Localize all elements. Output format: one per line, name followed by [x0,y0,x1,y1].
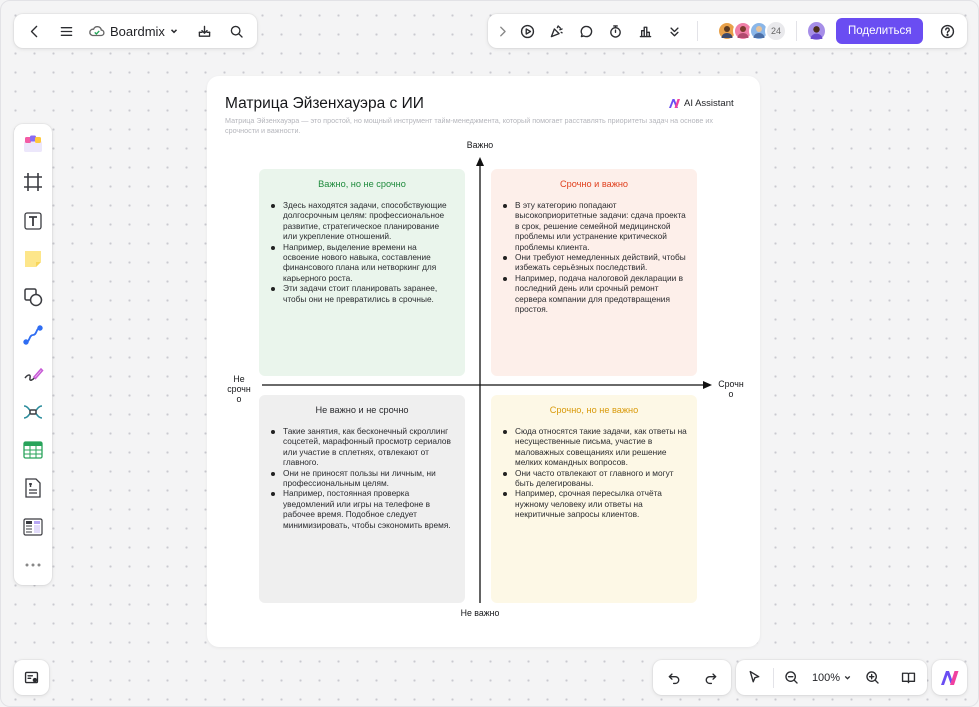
page-subtitle: Матрица Эйзенхауэра — это простой, но мо… [225,116,713,135]
share-button[interactable]: Поделиться [835,18,924,44]
pen-icon[interactable] [18,359,48,389]
horizontal-axis-arrow [703,381,712,389]
page-title: Матрица Эйзенхауэра с ИИ [225,95,424,112]
quadrant-list: Сюда относятся такие задачи, как ответы … [501,426,687,520]
quadrant-title: Срочно, но не важно [549,405,639,415]
back-arrow-icon[interactable] [20,17,48,45]
table-icon[interactable] [18,435,48,465]
list-item: В эту категорию попадают высокоприоритет… [501,200,687,252]
minimap-icon[interactable] [18,664,46,692]
quadrant-important-not-urgent[interactable]: Важно, но не срочно Здесь находятся зада… [259,169,465,376]
zoom-out-icon[interactable] [778,664,806,692]
collaborators[interactable]: 24 [716,20,787,42]
frame-icon[interactable] [18,167,48,197]
list-item: Например, постоянная проверка уведомлени… [269,488,455,530]
list-item: Такие занятия, как бесконечный скроллинг… [269,426,455,468]
download-icon[interactable] [191,17,219,45]
vote-icon[interactable] [632,17,659,45]
list-item: Здесь находятся задачи, способствующие д… [269,200,455,242]
list-item: Например, срочная пересылка отчёта нужно… [501,488,687,519]
kanban-icon[interactable] [18,512,48,542]
ai-logo-icon [669,99,680,108]
list-item: Они часто отвлекают от главного и могут … [501,468,687,489]
axis-label-not-important: Не важно [460,608,500,618]
book-icon[interactable] [894,664,922,692]
left-toolbar [14,124,52,585]
chevron-down-icon [844,675,851,680]
redo-icon[interactable] [696,664,724,692]
ai-assistant-label: AI Assistant [684,98,734,109]
quadrant-title: Важно, но не срочно [318,179,406,189]
axis-label-important: Важно [466,140,494,150]
help-icon[interactable] [934,17,961,45]
zoom-in-icon[interactable] [858,664,886,692]
minimap-toggle[interactable] [14,660,49,695]
quadrant-urgent-not-important[interactable]: Срочно, но не важно Сюда относятся такие… [491,395,697,603]
quadrant-title: Срочно и важно [559,179,629,189]
list-item: Они не приносят пользы ни личным, ни про… [269,468,455,489]
list-item: Например, подача налоговой декларации в … [501,273,687,315]
mindmap-icon[interactable] [18,397,48,427]
vertical-axis-arrow [476,157,484,166]
more-chevrons-icon[interactable] [662,17,689,45]
chevron-down-icon [170,29,177,34]
list-item: Например, выделение времени на освоение … [269,242,455,284]
more-tools-icon[interactable] [18,550,48,580]
quadrant-list: В эту категорию попадают высокоприоритет… [501,200,687,314]
matrix-axes [262,157,712,603]
search-icon[interactable] [223,17,251,45]
connector-icon[interactable] [18,320,48,350]
eisenhower-board[interactable]: Матрица Эйзенхауэра с ИИ AI Assistant Ма… [207,76,760,647]
quadrant-list: Такие занятия, как бесконечный скроллинг… [269,426,455,530]
select-cursor-icon[interactable] [741,664,769,692]
expand-toolbar-icon[interactable] [494,17,511,45]
celebrate-icon[interactable] [544,17,571,45]
templates-icon[interactable] [18,129,48,159]
board-name-dropdown[interactable]: Boardmix [84,24,183,39]
collaborators-count: 24 [764,20,787,42]
quadrant-not-important-not-urgent[interactable]: Не важно и не срочно Такие занятия, как … [259,395,465,603]
comment-icon[interactable] [573,17,600,45]
zoom-level: 100% [811,671,841,684]
list-item: Эти задачи стоит планировать заранее, чт… [269,283,455,304]
user-avatar[interactable] [805,20,827,42]
divider [697,21,698,41]
divider [795,21,797,41]
quadrant-list: Здесь находятся задачи, способствующие д… [269,200,455,304]
play-presentation-icon[interactable] [514,17,541,45]
timer-icon[interactable] [603,17,630,45]
list-item: Они требуют немедленных действий, чтобы … [501,252,687,273]
quadrant-urgent-important[interactable]: Срочно и важно В эту категорию попадают … [491,169,697,376]
divider [772,667,774,688]
shapes-icon[interactable] [18,282,48,312]
history-controls [653,660,731,695]
undo-icon[interactable] [660,664,688,692]
document-icon[interactable] [18,473,48,503]
brand-label: Boardmix [110,23,165,39]
zoom-controls: 100% [736,660,927,695]
text-icon[interactable] [18,206,48,236]
quadrant-title: Не важно и не срочно [315,405,409,415]
cloud-sync-icon [89,26,105,37]
top-right-toolbar: 24 Поделиться [488,14,967,48]
top-left-toolbar: Boardmix [14,14,257,48]
ai-logo-icon [940,670,958,685]
sticky-note-icon[interactable] [18,244,48,274]
zoom-level-dropdown[interactable]: 100% [808,672,856,684]
menu-icon[interactable] [52,17,80,45]
ai-button[interactable] [932,660,967,695]
list-item: Сюда относятся такие задачи, как ответы … [501,426,687,468]
ai-assistant-badge[interactable]: AI Assistant [668,98,734,109]
